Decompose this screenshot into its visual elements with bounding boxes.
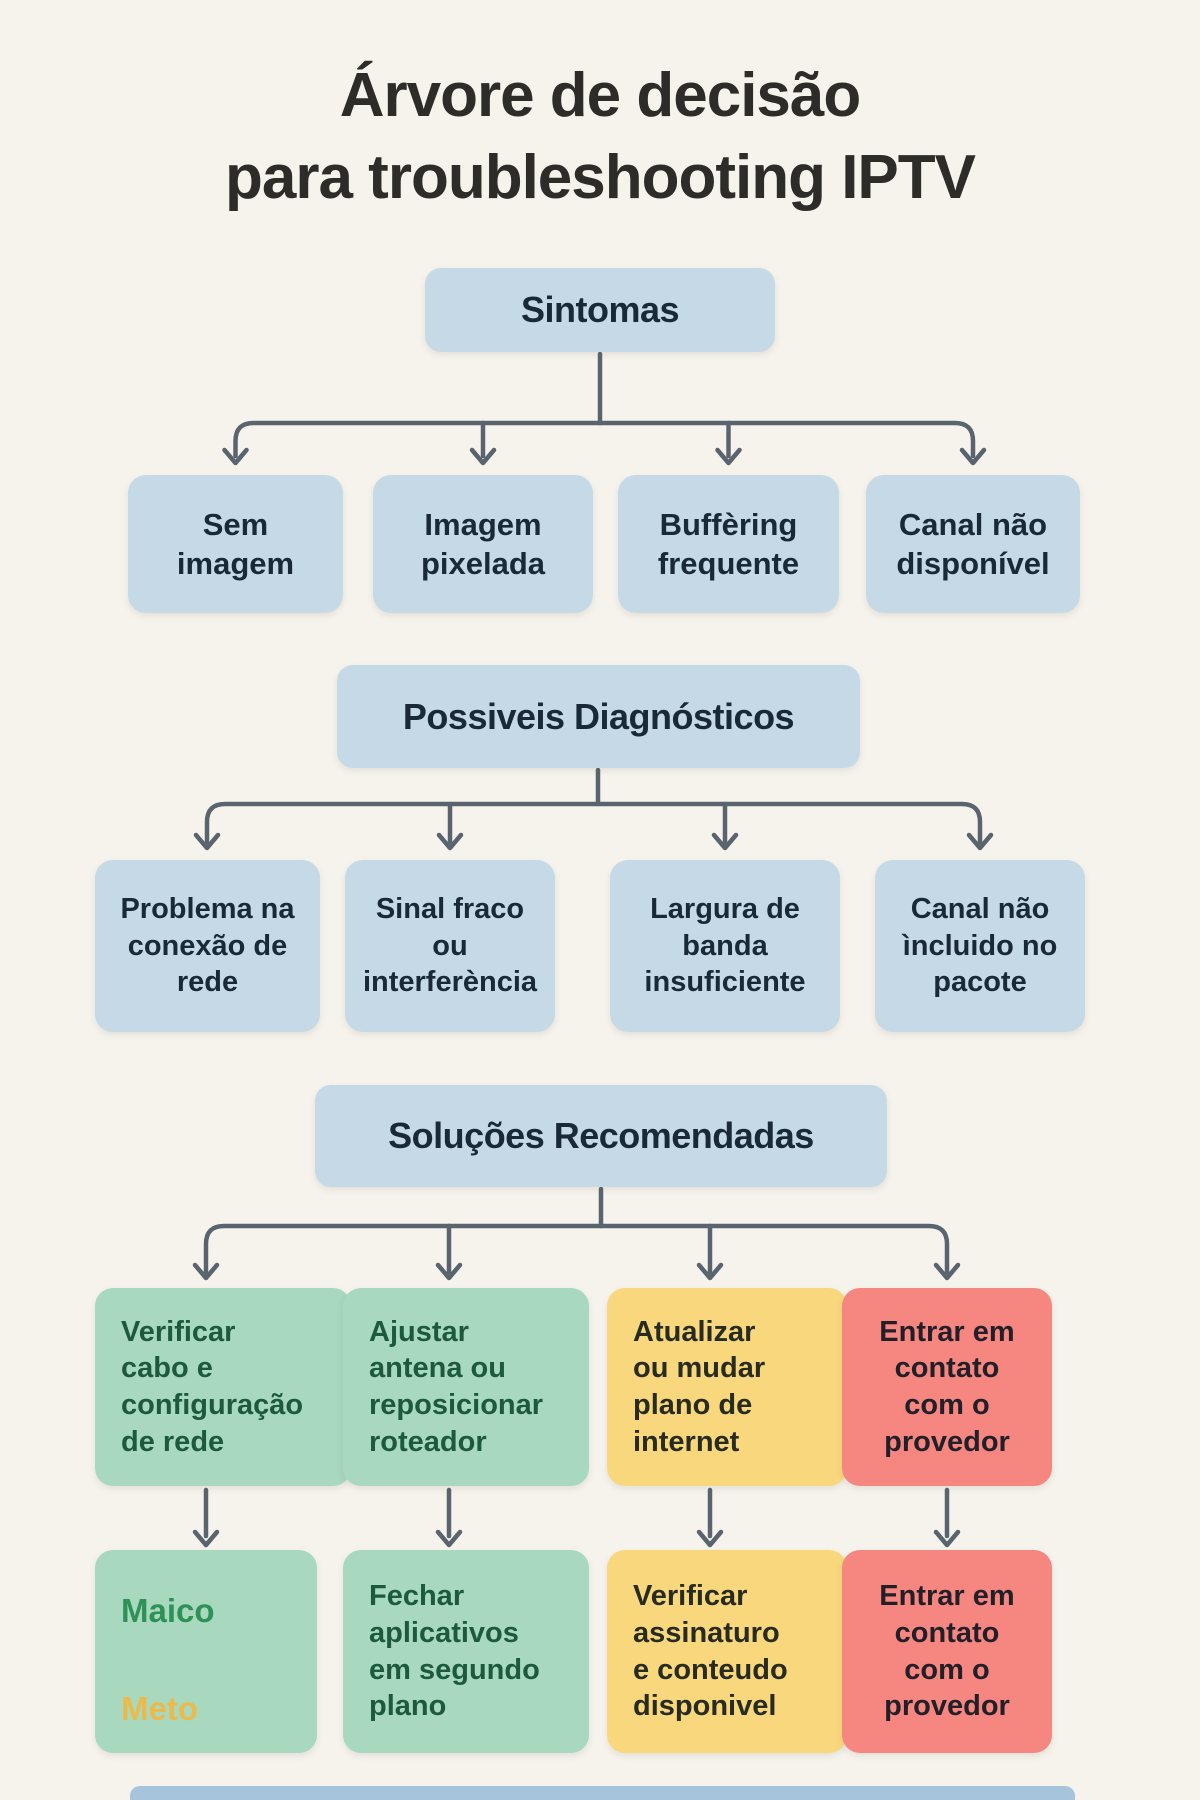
solutions-header: Soluções Recomendadas	[315, 1085, 887, 1187]
solution-box-entrar-contato: Entrar em contato com o provedor	[842, 1288, 1052, 1486]
action-box-verificar-assinatura: Verificar assinaturo e conteudo disponiv…	[607, 1550, 847, 1753]
action-box-entrar-contato: Entrar em contato com o provedor	[842, 1550, 1052, 1753]
diagnostic-box-canal-nao-incluido: Canal não ìncluido no pacote	[875, 860, 1085, 1032]
page-title-line1: Árvore de decisão	[339, 61, 862, 130]
page-title-line2: para troubleshooting IPTV	[224, 142, 976, 212]
symptom-box-sem-imagem: Sem imagem	[128, 475, 343, 613]
solution-box-verificar-cabo: Verificar cabo e configuração de rede	[95, 1288, 351, 1486]
symptom-box-canal-nao-disponivel: Canal não disponível	[866, 475, 1080, 613]
symptom-box-buffering-frequente: Buffèring frequente	[618, 475, 839, 613]
symptoms-header: Sintomas	[425, 268, 775, 352]
diagnostics-header: Possiveis Diagnósticos	[337, 665, 860, 768]
action-box-fechar-aplicativos: Fechar aplicativos em segundo plano	[343, 1550, 589, 1753]
symptom-box-imagem-pixelada: Imagem pixelada	[373, 475, 593, 613]
solution-box-ajustar-antena: Ajustar antena ou reposicionar roteador	[343, 1288, 589, 1486]
action-box-maico-meto: Maico Meto	[95, 1550, 317, 1753]
action-label-meto: Meto	[121, 1689, 198, 1727]
action-label-maico: Maico	[121, 1592, 215, 1629]
diagnostic-box-sinal-fraco: Sinal fraco ou interferència	[345, 860, 555, 1032]
page-title: Árvore de decisão para troubleshooting I…	[0, 55, 1200, 219]
diagnostic-box-largura-banda: Largura de banda insuficiente	[610, 860, 840, 1032]
solution-box-atualizar-plano: Atualizar ou mudar plano de internet	[607, 1288, 847, 1486]
diagnostic-box-problema-conexao: Problema na conexão de rede	[95, 860, 320, 1032]
cutoff-bottom-box	[130, 1786, 1075, 1800]
